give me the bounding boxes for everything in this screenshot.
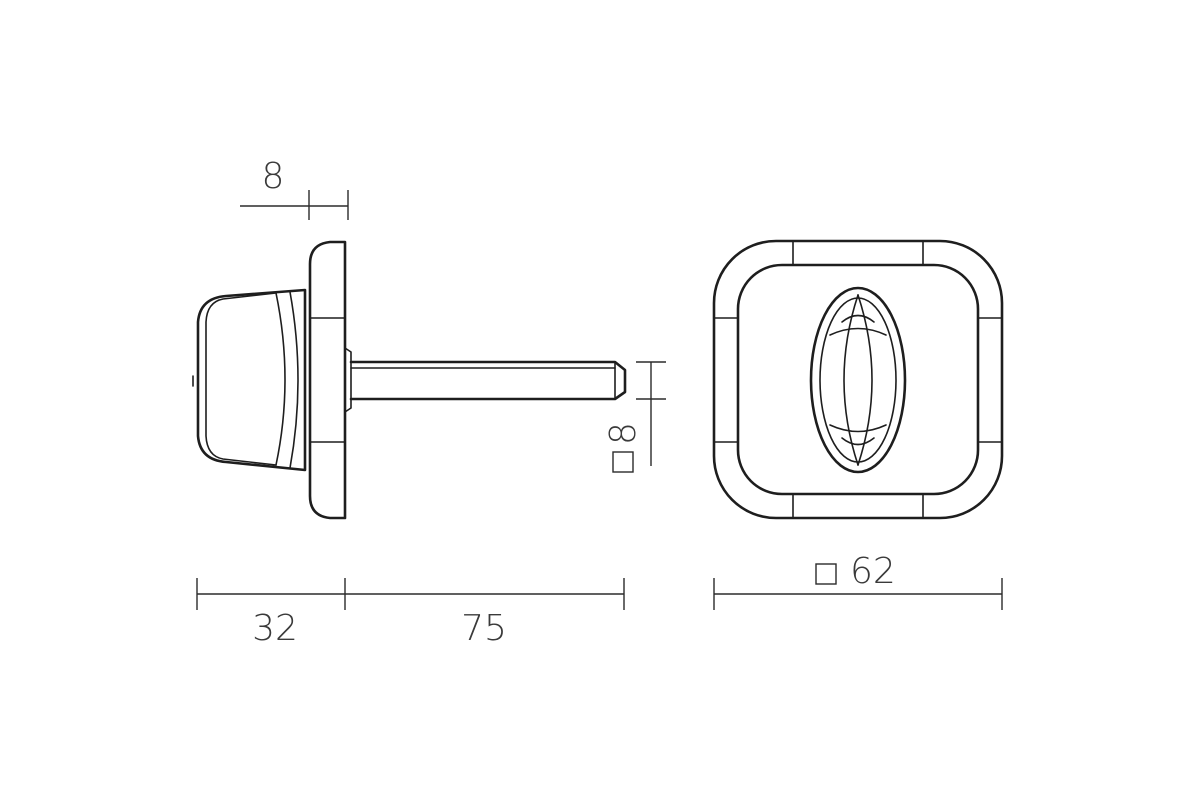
dim-label-spindle-square: 8 [603, 422, 644, 445]
dim-label-knob-depth: 32 [252, 608, 298, 649]
side-view [192, 240, 627, 520]
dimension-spindle-square: 8 [603, 361, 666, 473]
dimension-knob-spindle: 32 75 [196, 578, 625, 649]
square-spindle [344, 347, 627, 413]
dim-label-rose-square: 62 [850, 551, 896, 592]
square-symbol-icon [815, 563, 837, 585]
rose-plate-side [308, 240, 347, 520]
dim-label-spindle-length: 75 [461, 608, 507, 649]
rose-plate-front [712, 239, 1004, 520]
thumb-turn-knob-side [192, 288, 307, 472]
dim-label-rose-thickness: 8 [262, 156, 285, 197]
front-view [712, 239, 1004, 520]
dimension-rose-square: 62 [713, 551, 1003, 610]
thumb-turn-knob-front [809, 286, 907, 474]
square-symbol-icon [612, 451, 634, 473]
dimension-rose-thickness: 8 [240, 156, 349, 220]
